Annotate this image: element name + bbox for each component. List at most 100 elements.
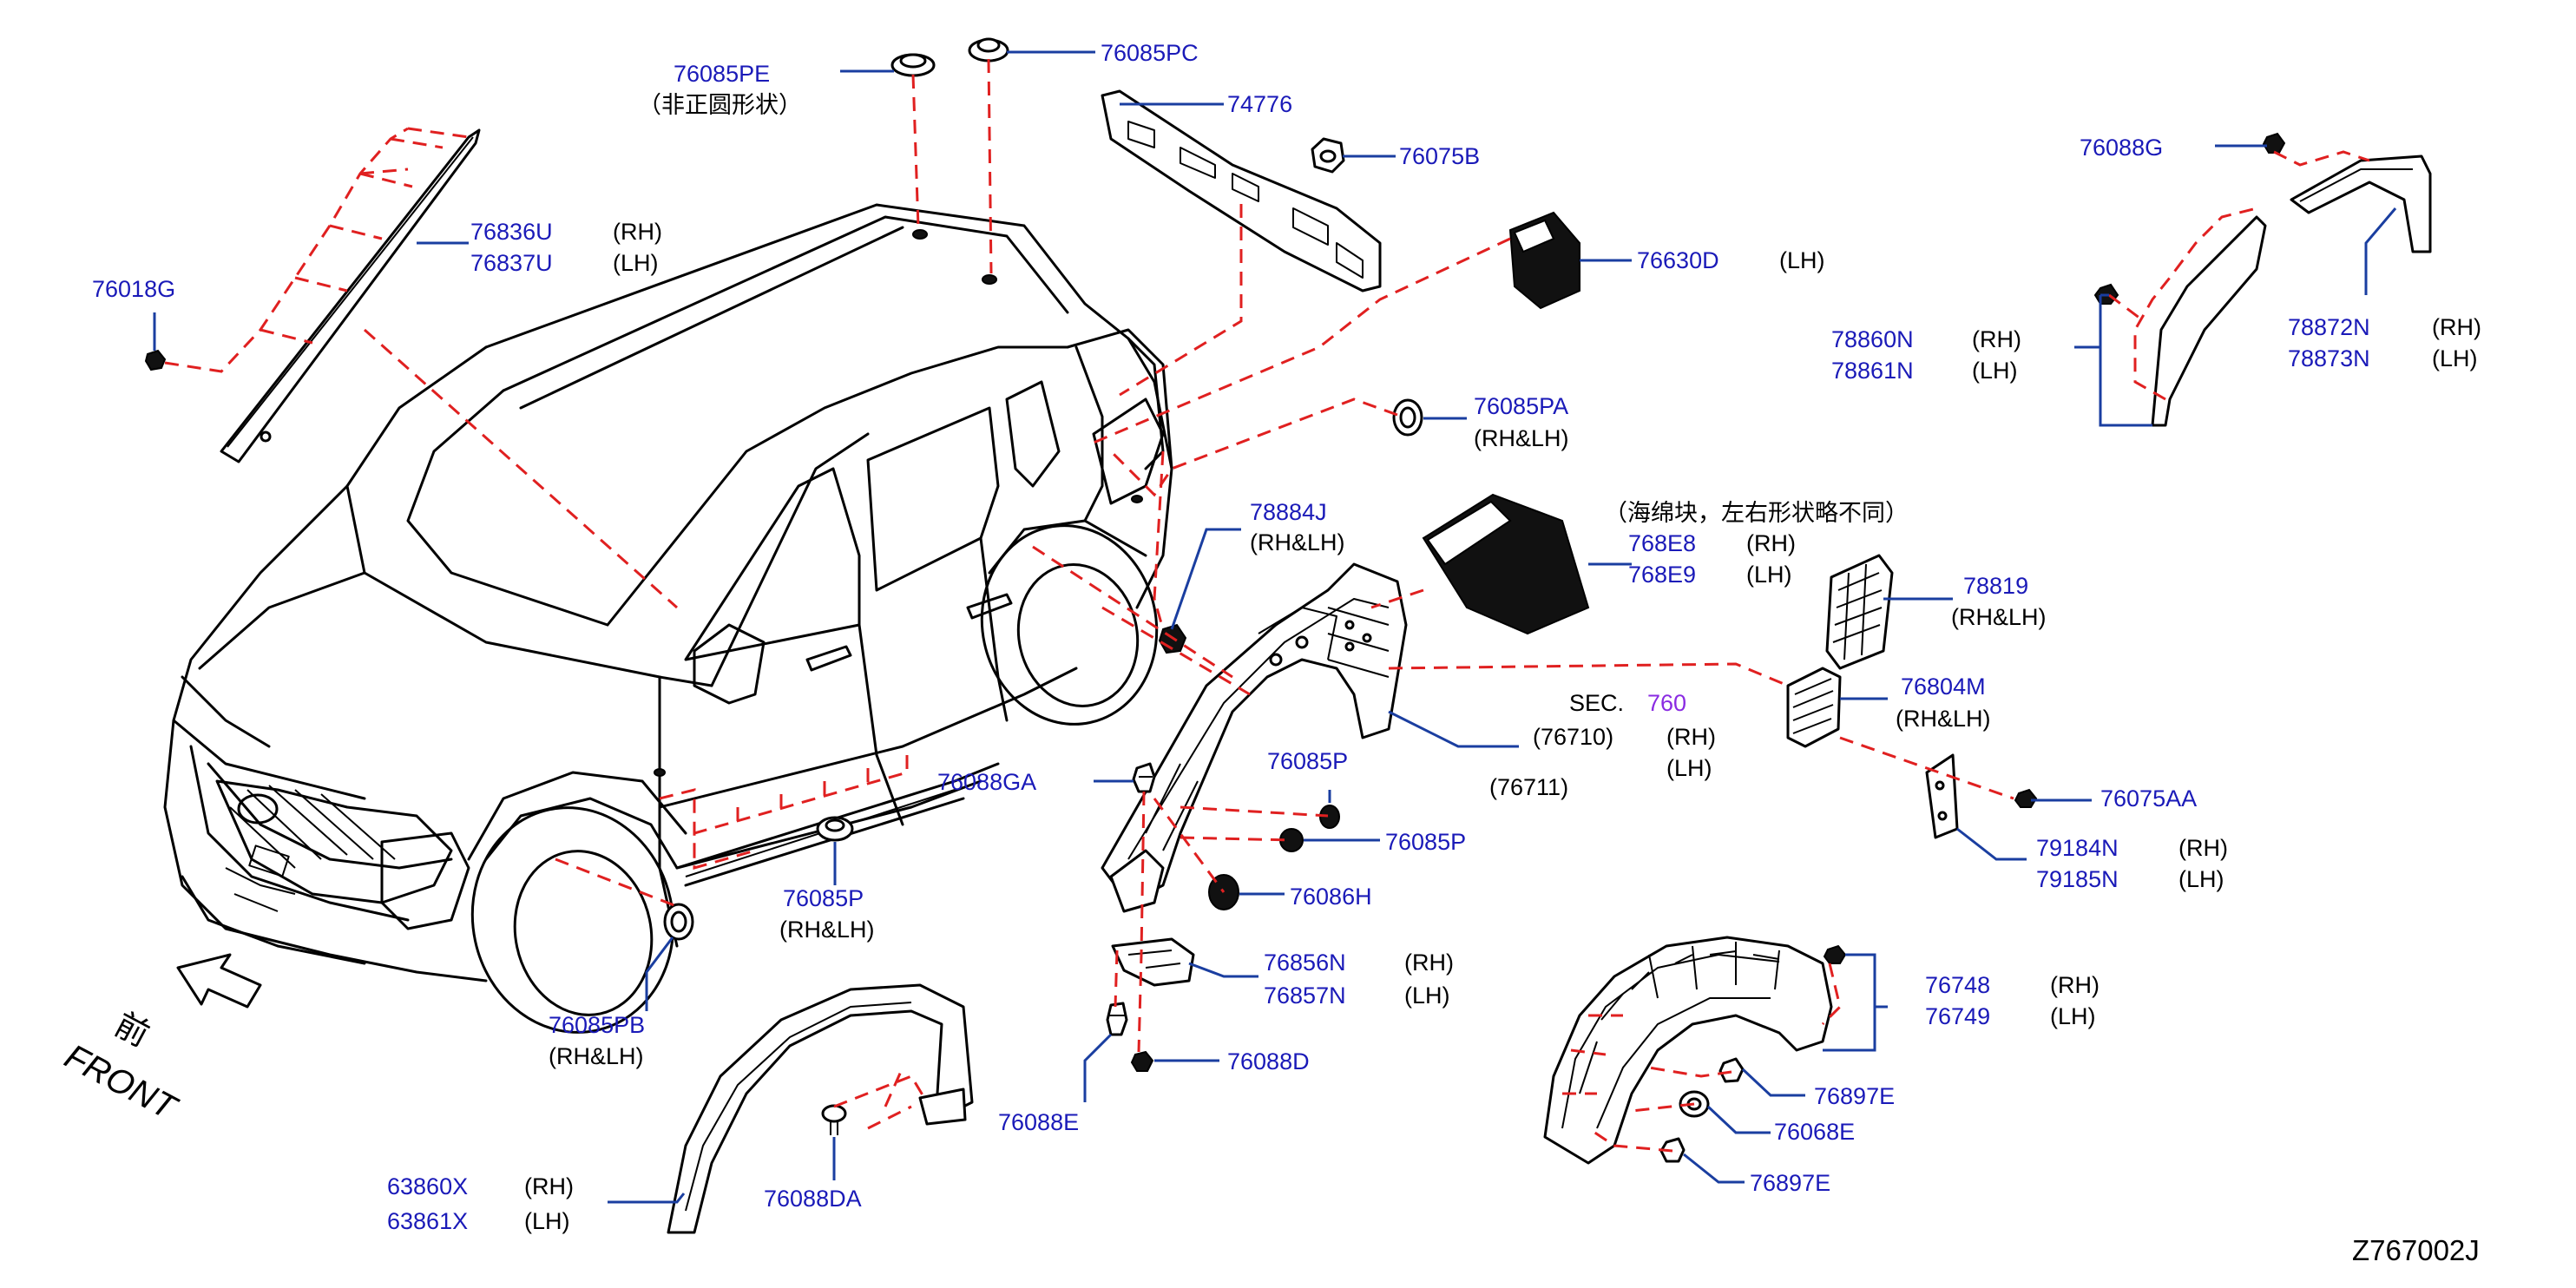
clip-76088D (1130, 1050, 1154, 1072)
part-number-76085P-c[interactable]: 76085P (783, 885, 864, 911)
part-number-76085PE[interactable]: 76085PE (674, 61, 771, 87)
part-number-76085P-a[interactable]: 76085P (1267, 748, 1349, 774)
clip-76075AA (2014, 788, 2038, 808)
part-note-768E8: （海绵块，左右形状略不同） (1604, 500, 1909, 527)
part-number-768E9[interactable]: 768E9 (1628, 562, 1697, 588)
part-number-76897E-b[interactable]: 76897E (1750, 1170, 1831, 1196)
part-number-76748[interactable]: 76748 (1925, 972, 1991, 998)
part-side-76857N: (LH) (1404, 982, 1450, 1009)
part-side-76085PA: (RH&LH) (1474, 425, 1569, 451)
part-side-76085PB: (RH&LH) (549, 1043, 644, 1069)
part-number-76897E-a[interactable]: 76897E (1814, 1083, 1896, 1109)
part-number-76710[interactable]: (76710) (1533, 724, 1614, 750)
clip-76088G (2262, 132, 2286, 154)
part-number-76075B[interactable]: 76075B (1399, 143, 1481, 169)
grommet-76085PE (890, 53, 936, 77)
part-side-76630D: (LH) (1779, 247, 1825, 273)
part-number-76804M[interactable]: 76804M (1901, 674, 1986, 700)
part-number-76088D[interactable]: 76088D (1227, 1048, 1310, 1074)
diagram-code: Z767002J (2352, 1234, 2480, 1266)
section-link-760[interactable]: 760 (1647, 690, 1687, 716)
grommet-76085PC (968, 37, 1009, 62)
part-number-78861N[interactable]: 78861N (1831, 358, 1914, 384)
splash-guard-76856N (1111, 937, 1195, 987)
part-side-63860X: (RH) (524, 1173, 574, 1199)
grommet-76085PA (1392, 398, 1423, 437)
part-number-63860X[interactable]: 63860X (387, 1173, 469, 1199)
part-side-63861X: (LH) (524, 1208, 570, 1234)
clip-76018G (144, 349, 167, 371)
clip-76088DA (821, 1104, 847, 1135)
part-number-78872N[interactable]: 78872N (2288, 314, 2370, 340)
part-number-76085PA[interactable]: 76085PA (1474, 393, 1569, 419)
vent-78819 (1825, 554, 1894, 670)
foam-768E8 (1422, 493, 1590, 635)
part-number-76088DA[interactable]: 76088DA (764, 1186, 862, 1212)
part-number-76630D[interactable]: 76630D (1637, 247, 1719, 273)
assembly-dashed-lines (164, 58, 2370, 1153)
part-side-76804M: (RH&LH) (1896, 706, 1991, 732)
part-number-76018G[interactable]: 76018G (92, 276, 176, 302)
part-number-76075AA[interactable]: 76075AA (2100, 785, 2198, 812)
part-side-78884J: (RH&LH) (1250, 529, 1345, 555)
part-side-76837U: (LH) (613, 250, 659, 276)
clip-76088GA (1132, 762, 1156, 793)
part-number-76088G[interactable]: 76088G (2080, 135, 2164, 161)
clip-76075B (1311, 137, 1345, 174)
part-number-76086H[interactable]: 76086H (1290, 884, 1372, 910)
part-side-768E9: (LH) (1746, 562, 1792, 588)
front-arrow-icon (176, 953, 262, 1009)
part-number-76836U[interactable]: 76836U (470, 219, 553, 245)
part-number-76068E[interactable]: 76068E (1774, 1119, 1856, 1145)
part-number-78873N[interactable]: 78873N (2288, 345, 2370, 371)
part-number-76085P-b[interactable]: 76085P (1385, 829, 1467, 855)
part-side-76836U: (RH) (613, 219, 662, 245)
part-side-76710: (RH) (1666, 724, 1716, 750)
part-number-76837U[interactable]: 76837U (470, 250, 553, 276)
part-side-76711: (LH) (1666, 755, 1712, 781)
fender-flare-78872N (2290, 154, 2432, 253)
bracket-74776 (1101, 89, 1382, 292)
part-number-78860N[interactable]: 78860N (1831, 326, 1914, 352)
part-number-76088E[interactable]: 76088E (998, 1109, 1080, 1135)
part-side-79184N: (RH) (2178, 835, 2228, 861)
part-side-76856N: (RH) (1404, 950, 1454, 976)
part-number-74776[interactable]: 74776 (1227, 91, 1293, 117)
wheelhouse-76710 (1101, 562, 1408, 913)
part-number-79184N[interactable]: 79184N (2036, 835, 2119, 861)
part-number-79185N[interactable]: 79185N (2036, 866, 2119, 892)
vehicle-outline (163, 203, 1173, 1034)
fender-flare-78860N (2151, 215, 2267, 427)
part-side-78873N: (LH) (2432, 345, 2478, 371)
part-side-768E8: (RH) (1746, 530, 1796, 556)
mud-guard-76748 (1543, 936, 1833, 1165)
part-number-76085PB[interactable]: 76085PB (549, 1012, 646, 1038)
part-number-78884J[interactable]: 78884J (1250, 499, 1327, 525)
part-side-76749: (LH) (2050, 1003, 2096, 1029)
part-number-76088GA[interactable]: 76088GA (937, 769, 1037, 795)
part-side-79185N: (LH) (2178, 866, 2224, 892)
foam-76630D (1508, 211, 1580, 310)
part-number-768E8[interactable]: 768E8 (1628, 530, 1697, 556)
bracket-79184N (1925, 753, 1959, 839)
part-side-76748: (RH) (2050, 972, 2100, 998)
part-note-76085PE: （非正圆形状） (638, 92, 802, 119)
part-number-76749[interactable]: 76749 (1925, 1003, 1991, 1029)
part-number-76085PC[interactable]: 76085PC (1101, 40, 1199, 66)
clip-76748 (1823, 944, 1847, 964)
vent-76804M (1786, 667, 1842, 748)
part-number-76856N[interactable]: 76856N (1264, 950, 1346, 976)
part-side-78861N: (LH) (1972, 358, 2018, 384)
fender-flare-63860X (667, 983, 974, 1234)
part-side-78860N: (RH) (1972, 326, 2021, 352)
part-number-78819[interactable]: 78819 (1963, 573, 2029, 599)
part-number-63861X[interactable]: 63861X (387, 1208, 469, 1234)
part-number-76857N[interactable]: 76857N (1264, 982, 1346, 1009)
part-number-76711[interactable]: (76711) (1489, 774, 1569, 800)
clip-76897E-a (1718, 1057, 1745, 1083)
part-side-76085P-c: (RH&LH) (779, 917, 875, 943)
section-prefix: SEC. (1569, 690, 1625, 716)
leader-lines (153, 50, 2397, 1204)
